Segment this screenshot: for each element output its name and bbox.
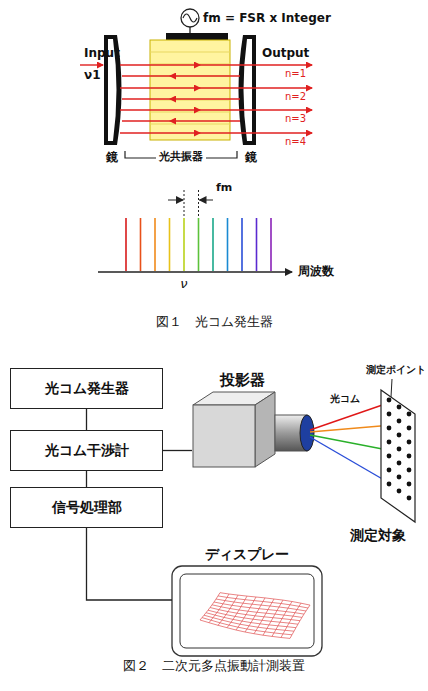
process-box: 信号処理部 (10, 487, 163, 528)
resonator-crystal (150, 40, 230, 140)
text-label: 測定対象 (350, 527, 406, 543)
measurement-dot (407, 468, 412, 473)
figure-caption: 図２ 二次元多点振動計測装置 (123, 659, 305, 674)
connector-line (86, 409, 87, 430)
text-label: Input (84, 47, 120, 61)
connector-line (86, 471, 87, 487)
light-rays (80, 65, 312, 133)
node-text: 信号処理部 (52, 499, 122, 517)
connector-line (87, 528, 173, 600)
measurement-dot (407, 496, 412, 501)
text-label: n=3 (285, 113, 306, 125)
measurement-dot (387, 426, 392, 431)
node-text: ディスプレー (172, 546, 322, 564)
measurement-dot (387, 398, 392, 403)
measurement-dot (407, 412, 412, 417)
comb-lines (126, 218, 271, 271)
text-label: fm (216, 182, 232, 195)
measurement-dot (407, 454, 412, 459)
measurement-dot (387, 454, 392, 459)
process-box: 光コム発生器 (10, 368, 163, 409)
display-monitor (172, 566, 322, 656)
signal-source (181, 9, 199, 33)
measurement-dot (397, 433, 402, 438)
measurement-dot (387, 440, 392, 445)
figure-caption: 図１ 光コム発生器 (156, 315, 273, 330)
text-label: 光共振器 (159, 151, 203, 164)
text-label: 光コム (330, 393, 360, 405)
text-label: fm = FSR x Integer (203, 12, 331, 26)
text-label: n=4 (285, 136, 306, 148)
measurement-dot (387, 468, 392, 473)
display-unit: ディスプレー (172, 546, 322, 657)
frequency-axis (98, 271, 292, 272)
electrode (166, 33, 228, 40)
text-label: 周波数 (298, 265, 334, 279)
connector-line (163, 450, 192, 451)
process-box: 光コム干渉計 (10, 430, 163, 471)
node-text: 光コム発生器 (45, 380, 129, 398)
text-label: ν (180, 277, 187, 292)
fm-spacing (168, 190, 213, 216)
text-label: 鏡 (106, 151, 118, 165)
measurement-dot (407, 440, 412, 445)
text-label: 測定ポイント (366, 364, 426, 376)
text-label: Output (262, 47, 309, 61)
measurement-dot (397, 447, 402, 452)
measurement-dot (387, 412, 392, 417)
text-label: n=2 (285, 91, 306, 103)
comb-beams (310, 402, 404, 484)
text-label: 鏡 (245, 151, 257, 165)
projector-unit: 投影器 (192, 371, 292, 469)
measurement-dot (397, 419, 402, 424)
text-label: n=1 (285, 68, 306, 80)
measurement-dot (387, 482, 392, 487)
text-label: ν1 (84, 69, 101, 83)
projector (193, 392, 314, 467)
measurement-dot (397, 405, 402, 410)
measurement-dot (407, 426, 412, 431)
measurement-dot (397, 489, 402, 494)
measurement-dot (397, 475, 402, 480)
node-text: 光コム干渉計 (45, 442, 129, 460)
node-text: 投影器 (192, 371, 292, 390)
measurement-target (381, 379, 415, 522)
measurement-dot (407, 482, 412, 487)
mirror (239, 35, 257, 145)
measurement-dot (397, 461, 402, 466)
